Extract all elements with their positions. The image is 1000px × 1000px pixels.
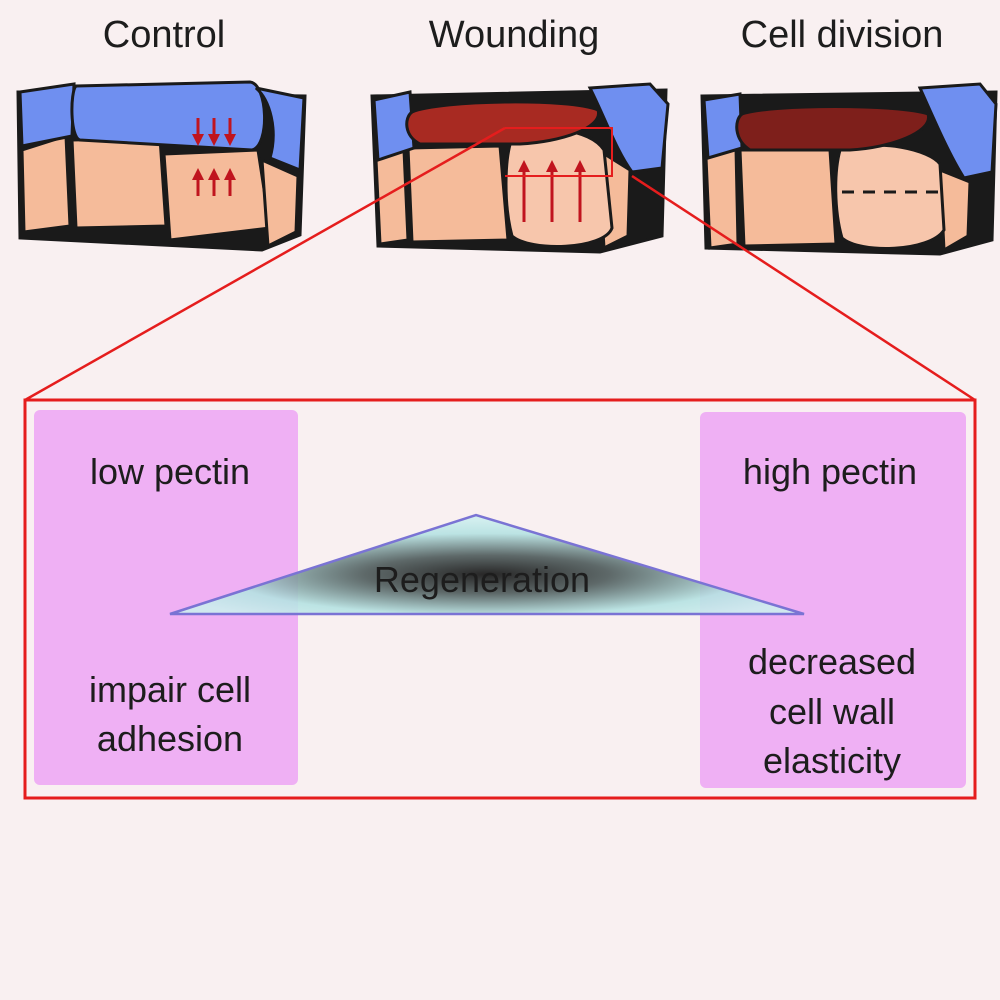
high-pectin-label: high pectin xyxy=(742,451,918,492)
regeneration-label: Regeneration xyxy=(373,559,591,600)
epidermis-cell xyxy=(587,82,670,174)
epidermis-cell xyxy=(18,82,76,148)
panel-title-wounding: Wounding xyxy=(428,14,600,56)
wounding-tissue-panel xyxy=(370,82,670,254)
inner-cell xyxy=(162,148,272,242)
inner-cell xyxy=(704,145,740,250)
decreased-elasticity-label: decreased cell wall elasticity xyxy=(747,641,917,782)
high-pectin-box xyxy=(700,412,966,788)
control-tissue-panel xyxy=(16,80,307,252)
inner-cell xyxy=(738,148,838,248)
inner-cell xyxy=(70,136,168,230)
zoom-connector xyxy=(24,126,976,402)
division-tissue-panel xyxy=(700,82,998,256)
epidermis-cell xyxy=(917,82,998,180)
expanding-cell xyxy=(504,128,614,248)
low-pectin-box xyxy=(34,410,298,785)
inner-cell xyxy=(938,167,972,253)
epidermis-cell xyxy=(702,92,744,160)
panel-title-control: Control xyxy=(102,14,226,56)
damaged-cell xyxy=(405,100,600,146)
inner-cell xyxy=(406,144,510,244)
inner-cell xyxy=(260,157,300,249)
panel-title-cell-division: Cell division xyxy=(740,14,944,56)
control-arrows xyxy=(192,118,236,196)
dividing-cell xyxy=(834,143,946,250)
epidermis-cell xyxy=(254,86,306,173)
damaged-cell xyxy=(735,105,930,152)
epidermis-cell xyxy=(372,90,416,163)
regeneration-triangle xyxy=(169,513,805,616)
impair-cell-adhesion-label: impair cell adhesion xyxy=(88,669,252,759)
inner-cell xyxy=(20,133,72,234)
low-pectin-label: low pectin xyxy=(89,451,251,492)
epidermis-cell xyxy=(70,80,266,152)
